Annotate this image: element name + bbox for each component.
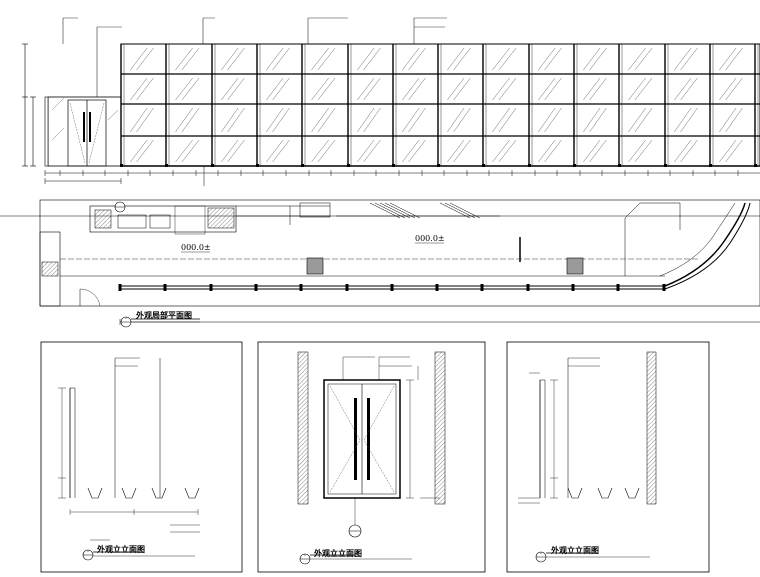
plan-column-2	[566, 257, 584, 275]
plan-mullion-post	[345, 284, 349, 291]
mullion-base	[120, 164, 123, 167]
mullion-base	[392, 164, 395, 167]
plan-level-mark-a: 000.0±	[181, 243, 211, 252]
plan-callout-number: 1	[125, 316, 127, 320]
plan-mullion-post	[390, 284, 394, 291]
mullion-base	[301, 164, 304, 167]
elev-left-callout-number: 1	[87, 549, 89, 553]
elevation-right-title: 外观立立面图	[551, 545, 599, 555]
plan-level-mark-b: 000.0±	[415, 234, 445, 243]
plan-title: 外观局部平面图	[136, 310, 192, 320]
mullion-base	[573, 164, 576, 167]
elevation-panel-left	[40, 341, 243, 573]
plan-section-callout	[114, 201, 126, 213]
plan-column-1	[306, 257, 324, 275]
mullion-base	[165, 164, 168, 167]
plan-mullion-post	[209, 284, 213, 291]
mullion-base	[347, 164, 350, 167]
elevation-left-title: 外观立立面图	[97, 544, 145, 554]
mullion-base	[754, 164, 757, 167]
plan-mullion-post	[480, 284, 484, 291]
mullion-base	[437, 164, 440, 167]
mullion-base	[211, 164, 214, 167]
elev-door-callout-number: 1	[304, 553, 306, 557]
curtain-wall-elevation	[22, 17, 760, 186]
mullion-base	[618, 164, 621, 167]
mullion-base	[482, 164, 485, 167]
elev-right-callout-number: 1	[540, 551, 542, 555]
plan-mullion-post	[571, 284, 575, 291]
mullion-base	[664, 164, 667, 167]
plan-mullion-post	[616, 284, 620, 291]
mullion-base	[256, 164, 259, 167]
plan-title-callout	[120, 316, 200, 328]
elevation-door-title: 外观立立面图	[314, 548, 362, 558]
mullion-base	[528, 164, 531, 167]
plan-mullion-post	[118, 284, 122, 291]
plan-mullion-post	[254, 284, 258, 291]
partial-floor-plan: 000.0± 000.0±	[0, 199, 760, 325]
elevation-panel-right	[506, 341, 710, 573]
plan-mullion-post	[163, 284, 167, 291]
plan-mullion-post	[526, 284, 530, 291]
elevation-panel-door	[257, 341, 486, 573]
plan-mullion-post	[662, 284, 666, 291]
plan-mullion-post	[299, 284, 303, 291]
mullion-base	[709, 164, 712, 167]
plan-mullion-post	[435, 284, 439, 291]
